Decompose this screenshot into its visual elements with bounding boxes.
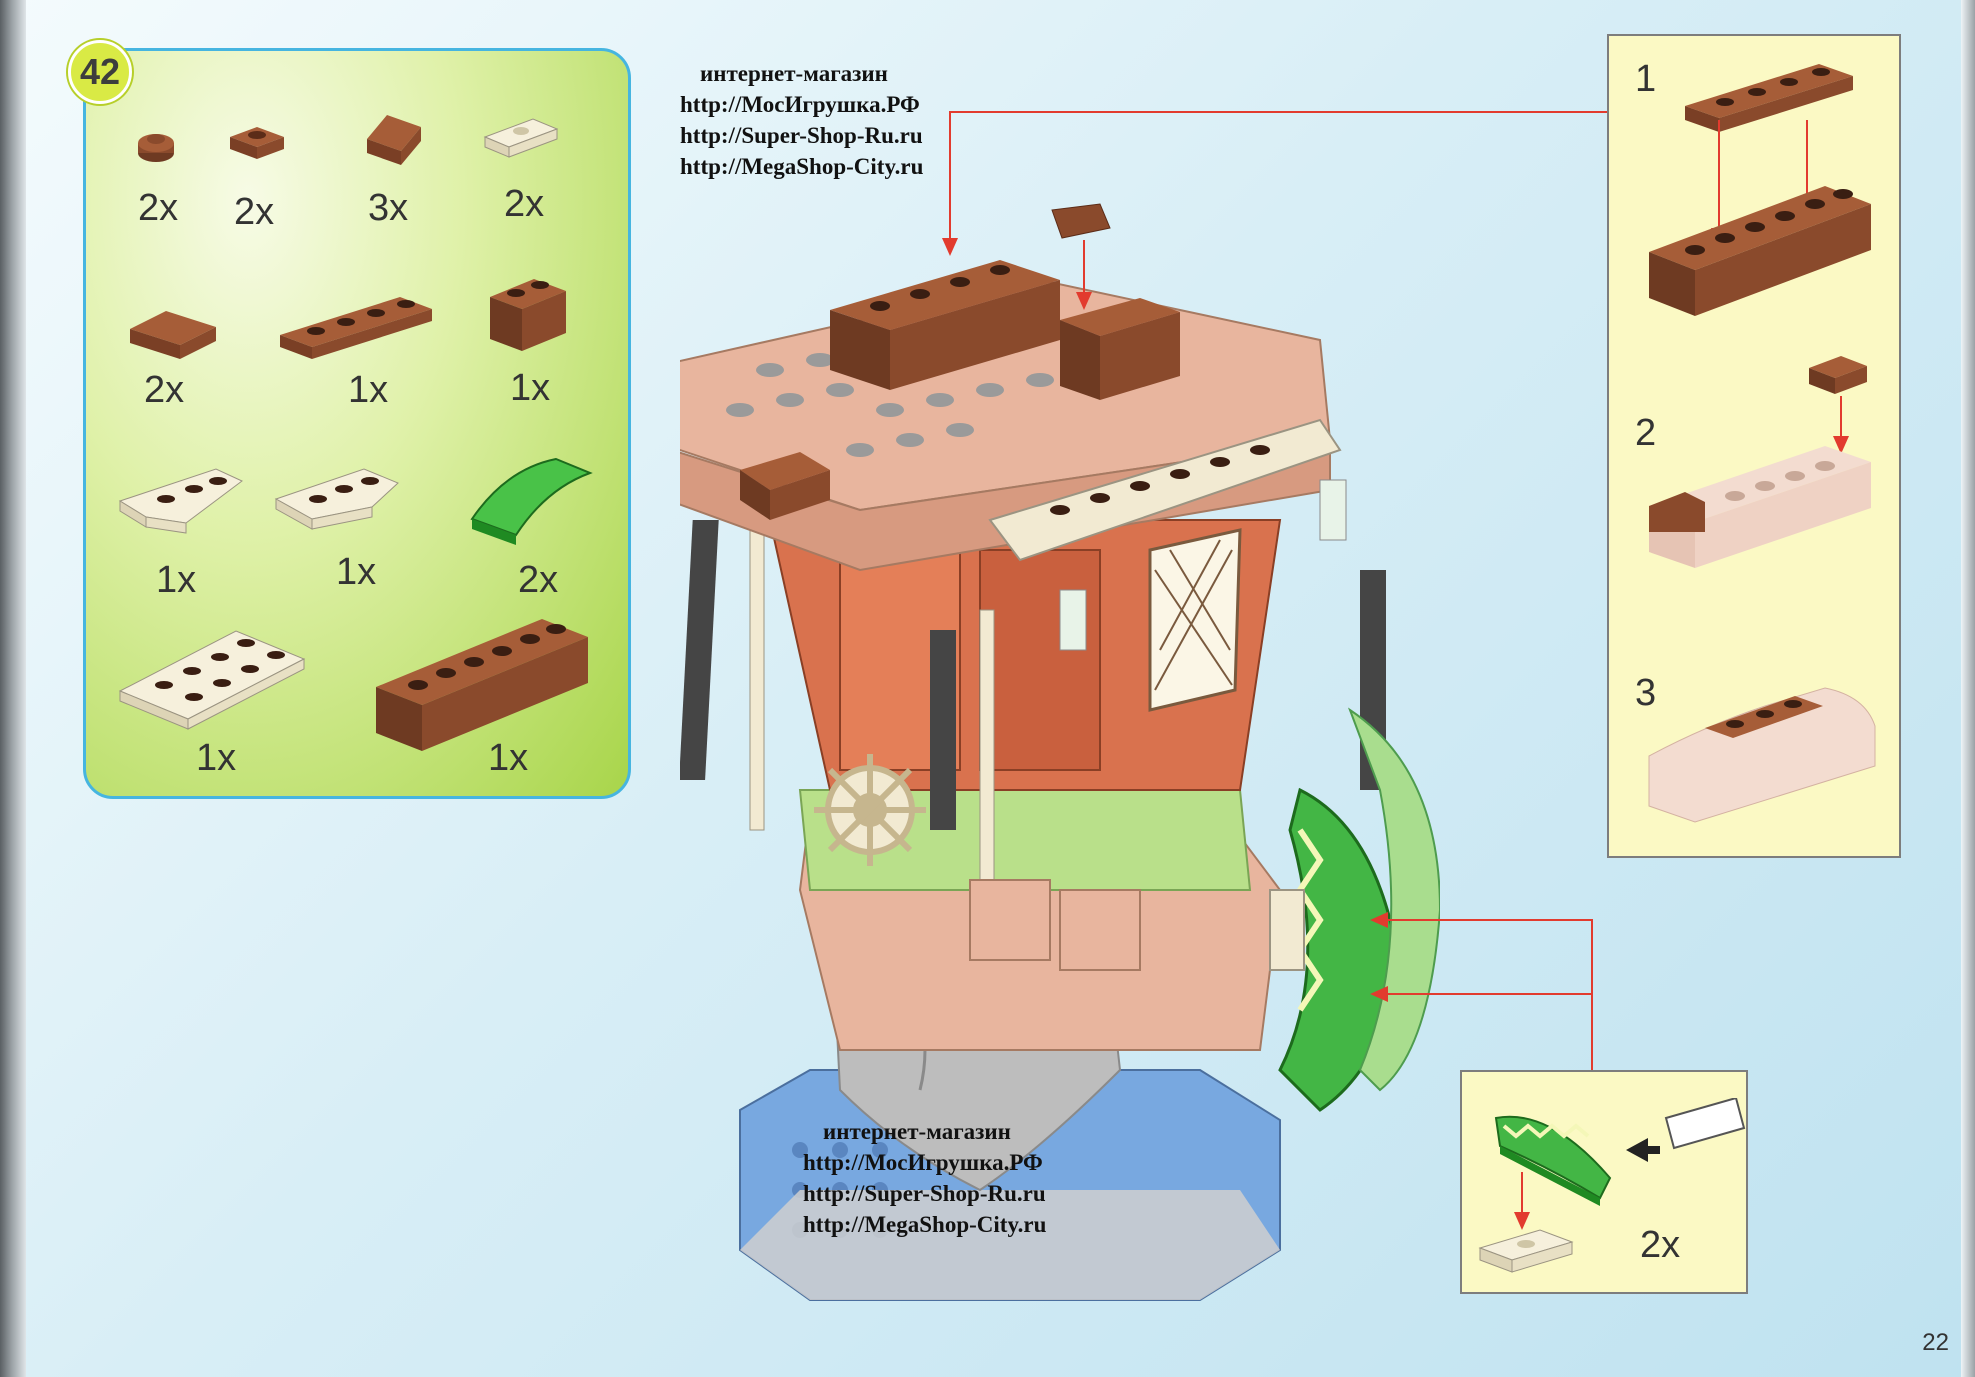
book-spine-shadow: [0, 0, 26, 1377]
watermark-link: http://Super-Shop-Ru.ru: [680, 123, 923, 148]
watermark-link: http://МосИгрушка.РФ: [803, 1150, 1043, 1175]
part-qty: 1x: [156, 559, 197, 601]
part-qty: 2x: [144, 369, 185, 411]
part-qty: 1x: [488, 737, 529, 779]
brick-salmon-assembly-icon: [1645, 666, 1881, 826]
subassembly-panel: 2x: [1460, 1070, 1748, 1294]
watermark-title: интернет-магазин: [700, 61, 888, 86]
slope-1x1-brown-icon: [1805, 348, 1871, 400]
shop-watermark: интернет-магазин http://МосИгрушка.РФ ht…: [803, 1116, 1046, 1240]
brick-1x6-brown-icon: [372, 609, 592, 759]
watermark-link: http://MegaShop-City.ru: [680, 154, 924, 179]
plate-1x4-brown-icon: [276, 291, 436, 363]
watermark-title: интернет-магазин: [823, 1119, 1011, 1144]
plate-1x4-brown-icon: [1679, 56, 1859, 136]
curved-slope-green-icon: [1490, 1098, 1620, 1208]
jumper-plate-1x2-tan-icon: [481, 111, 561, 161]
brick-1x6-brown-icon: [1645, 176, 1875, 326]
page-edge: [1961, 0, 1975, 1377]
jumper-plate-1x2-tan-icon: [1476, 1222, 1576, 1278]
parts-list-panel: 2x 2x 3x 2x 2x: [83, 48, 631, 799]
ship-model-illustration: [680, 190, 1440, 1310]
part-qty: 1x: [336, 551, 377, 593]
part-qty: 2x: [518, 559, 559, 601]
substep-number: 1: [1635, 58, 1657, 100]
part-qty: 2x: [504, 183, 545, 225]
round-plate-1x1-brown-icon: [131, 123, 181, 167]
curved-slope-green-icon: [466, 449, 596, 549]
placement-arrow: [1370, 910, 1600, 1080]
brick-salmon-assembly-icon: [1645, 436, 1875, 576]
subassembly-panel: 1 2: [1607, 34, 1901, 858]
part-qty: 2x: [1640, 1224, 1681, 1266]
step-number-badge: 42: [68, 40, 132, 104]
brick-1x2-brown-icon: [486, 271, 570, 355]
slope-1x2-brown-icon: [126, 299, 222, 363]
watermark-link: http://Super-Shop-Ru.ru: [803, 1181, 1046, 1206]
slope-1x1-brown-icon: [361, 109, 427, 169]
plate-2x4-tan-icon: [116, 621, 308, 731]
part-qty: 1x: [196, 737, 237, 779]
shop-watermark: интернет-магазин http://МосИгрушка.РФ ht…: [680, 58, 923, 182]
placement-arrow: [940, 100, 1640, 260]
part-qty: 1x: [510, 367, 551, 409]
substep-number: 2: [1635, 412, 1657, 454]
placement-arrow: [1074, 240, 1094, 310]
placement-arrow: [1831, 396, 1851, 456]
substep-number: 3: [1635, 672, 1657, 714]
plate-1x1-brown-icon: [226, 119, 288, 163]
part-qty: 2x: [234, 191, 275, 233]
placement-arrow: [1512, 1172, 1532, 1232]
page-number: 22: [1922, 1329, 1949, 1356]
sticker-sheet-icon: [1626, 1098, 1746, 1178]
part-qty: 2x: [138, 187, 179, 229]
part-qty: 1x: [348, 369, 389, 411]
part-qty: 3x: [368, 187, 409, 229]
wedge-plate-left-tan-icon: [116, 461, 246, 541]
watermark-link: http://МосИгрушка.РФ: [680, 92, 920, 117]
watermark-link: http://MegaShop-City.ru: [803, 1212, 1047, 1237]
step-number: 42: [79, 51, 121, 92]
wedge-plate-right-tan-icon: [272, 459, 402, 535]
